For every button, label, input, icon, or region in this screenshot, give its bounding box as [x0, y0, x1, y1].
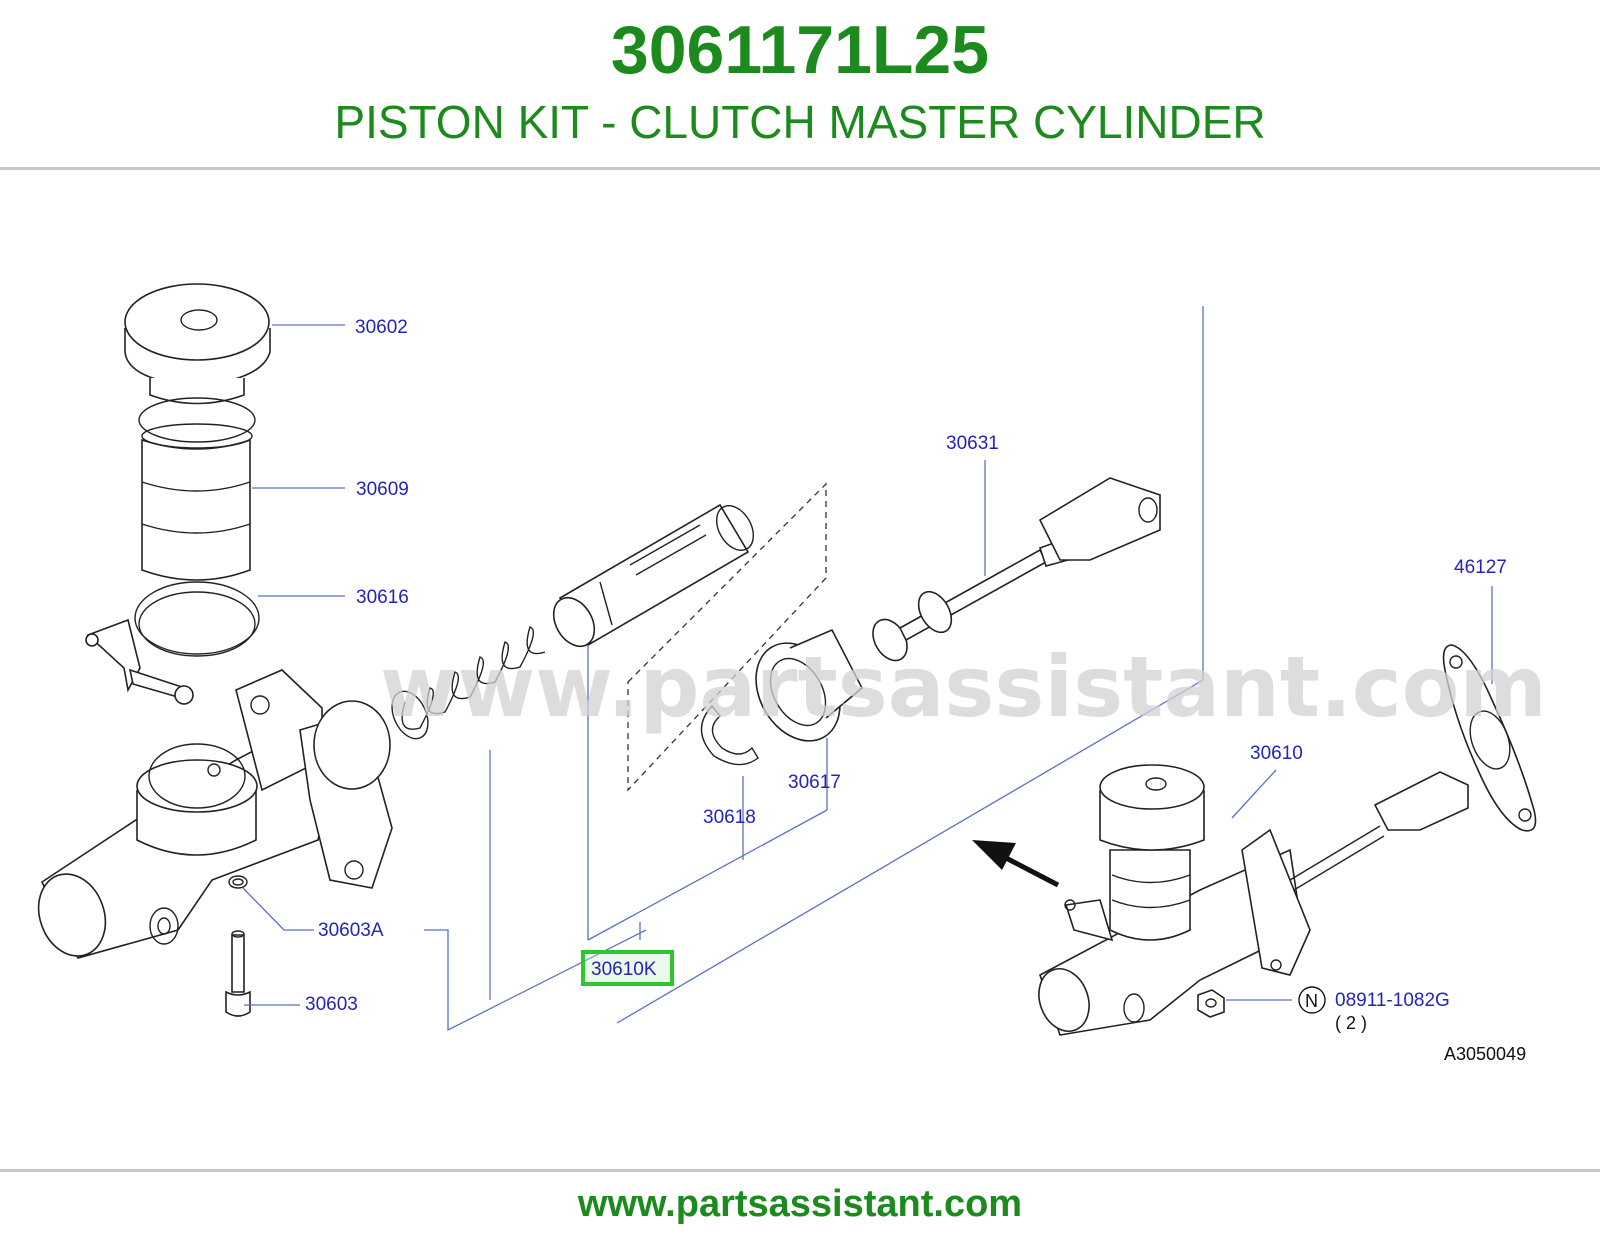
assembly-arrow [972, 840, 1060, 888]
callout-08911-1082G[interactable]: 08911-1082G [1335, 990, 1450, 1011]
page-header: 3061171L25 PISTON KIT - CLUTCH MASTER CY… [0, 0, 1600, 168]
highlight-box-30610K [581, 950, 674, 986]
watermark: www.partsassistant.com [380, 638, 1547, 736]
callout-30603[interactable]: 30603 [305, 994, 358, 1015]
callout-46127[interactable]: 46127 [1454, 557, 1507, 578]
footer-divider [0, 1169, 1600, 1172]
n-marker-letter: N [1305, 991, 1318, 1011]
leader-lines [242, 306, 1493, 1032]
n-marker-circle [1298, 986, 1326, 1014]
part-number: 3061171L25 [610, 12, 990, 88]
bolt-drawing [225, 875, 251, 1017]
callout-08911-quantity: ( 2 ) [1335, 1013, 1367, 1033]
callout-30609[interactable]: 30609 [356, 479, 409, 500]
callout-30603A[interactable]: 30603A [318, 920, 384, 941]
header-divider [0, 167, 1600, 170]
nut-drawing [1197, 989, 1225, 1018]
callout-30602[interactable]: 30602 [355, 317, 408, 338]
callout-30618[interactable]: 30618 [703, 807, 756, 828]
footer-url[interactable]: www.partsassistant.com [577, 1183, 1023, 1225]
piston-cup-drawing [755, 628, 864, 742]
diagram-reference-code: A3050049 [1444, 1044, 1526, 1064]
kit-boundary [627, 482, 827, 792]
clamp-drawing [85, 581, 260, 705]
callout-30616[interactable]: 30616 [356, 587, 409, 608]
piston-drawing [552, 503, 755, 648]
page-footer: www.partsassistant.com [0, 1176, 1600, 1236]
callout-30617[interactable]: 30617 [788, 772, 841, 793]
reservoir-cap-drawing [124, 283, 271, 405]
assembled-cylinder-drawing [1038, 764, 1469, 1036]
push-rod-drawing [872, 477, 1161, 662]
callout-30631[interactable]: 30631 [946, 433, 999, 454]
reservoir-body-drawing [138, 397, 256, 581]
callout-30610K[interactable]: 30610K [591, 959, 657, 980]
parts-diagram: www.partsassistant.com 30602 30609 30616… [0, 172, 1600, 1166]
part-title: PISTON KIT - CLUTCH MASTER CYLINDER [334, 96, 1266, 148]
master-cylinder-drawing [37, 669, 393, 959]
gasket-drawing [1442, 644, 1537, 832]
snap-ring-drawing [700, 704, 759, 766]
callout-30610[interactable]: 30610 [1250, 743, 1303, 764]
return-spring-drawing [391, 626, 546, 740]
